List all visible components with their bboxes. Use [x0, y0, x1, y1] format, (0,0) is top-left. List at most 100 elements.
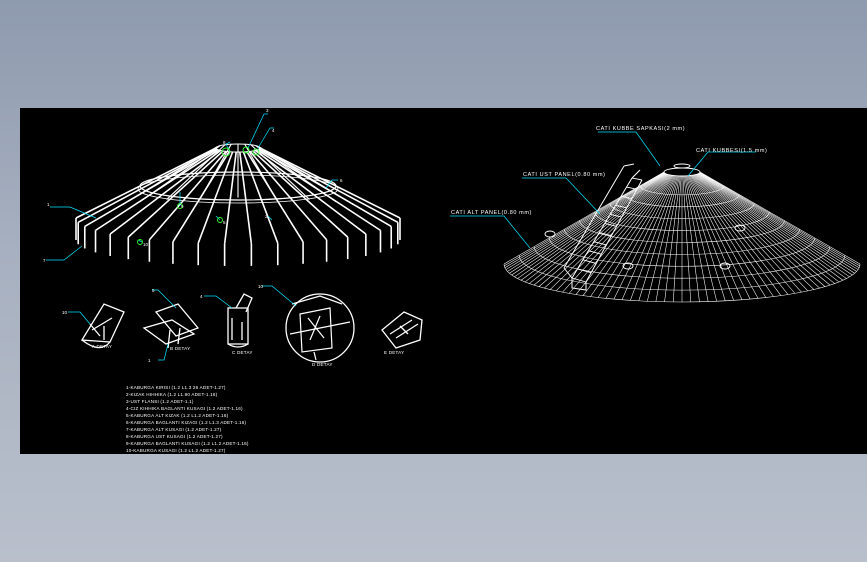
highlight-mark — [177, 203, 183, 209]
roof-frame-view: 3 4 8 6 1 7 9 5 10 2 — [43, 108, 401, 266]
cone-panel-seam — [691, 175, 782, 296]
lower-panel-label: CATI ALT PANEL(0.80 mm) — [451, 210, 532, 216]
cone-panel-seam — [503, 171, 665, 265]
cone-panel-seam — [549, 174, 669, 290]
highlight-mark — [137, 239, 143, 245]
cone-panel-seam — [689, 175, 759, 299]
detail-caption: E DETAY — [384, 350, 404, 355]
part-number: 3 — [266, 108, 269, 113]
rafter — [197, 151, 234, 244]
ladder-rung — [582, 259, 597, 264]
cone-panel-seam — [511, 172, 665, 276]
back-rafter — [255, 145, 337, 203]
rafter — [75, 147, 217, 219]
cone-ring — [579, 220, 785, 243]
cone-panel-seam — [697, 173, 835, 284]
cone-panel-seam — [562, 174, 671, 293]
back-rafter — [250, 144, 310, 200]
part-number: 5 — [223, 220, 226, 225]
rafter — [239, 151, 253, 245]
detail-caption: B DETAY — [170, 346, 190, 351]
cone-panel-seam — [590, 175, 673, 297]
cone-panel-seam — [695, 174, 815, 290]
part-number: 10 — [62, 310, 68, 315]
highlight-mark — [221, 147, 231, 157]
rafter — [252, 150, 349, 238]
cone-cap-label: CATI KUBBE SAPKASI(2 mm) — [596, 126, 685, 132]
cone-panel-seam — [655, 175, 680, 302]
part-number: 1 — [148, 358, 151, 363]
cone-dome-label: CATI KUBBESI(1.5 mm) — [696, 148, 768, 154]
legend-item: 10-KABURGA KUSAGI (1.2 L1.2 ADET-1.27) — [126, 448, 226, 453]
cone-panel-seam — [638, 175, 678, 301]
cone-vent — [622, 262, 634, 270]
cone-panel-seam — [699, 172, 859, 270]
back-rafter — [139, 145, 221, 203]
cad-drawing-area: 3 4 8 6 1 7 9 5 10 2 10 A DETAY 5 — [20, 108, 867, 454]
cone-panel-seam — [691, 175, 774, 297]
cone-panel-seam — [698, 173, 850, 278]
cone-panel-seam — [696, 174, 831, 286]
cone-vent — [734, 224, 746, 232]
ladder-rung — [571, 277, 587, 283]
part-number: 1 — [47, 202, 50, 207]
legend-item: 9-KABURGA BAGLANTI KUSAGI (1.2 L1.2 ADET… — [126, 441, 249, 446]
cone-panel-seam — [688, 175, 751, 300]
rafter — [254, 149, 367, 235]
back-rafter — [199, 143, 232, 199]
rafter — [242, 151, 279, 244]
part-number: 7 — [43, 258, 46, 263]
legend-item: 1-KABURGA KIRISI (1.2 L1.3 26 ADET-1.27) — [126, 385, 226, 390]
cone-panel-seam — [698, 173, 847, 279]
back-rafter — [166, 144, 226, 200]
cone-panel-seam — [693, 174, 802, 293]
cone-panel-seam — [621, 175, 677, 300]
back-rafter — [258, 146, 354, 206]
detail-a: 10 A DETAY — [62, 303, 125, 349]
cone-panel-seam — [505, 172, 665, 270]
legend-item: 8-KABURGA UST KUSAGI (1.2 ADET-1.27) — [126, 434, 223, 439]
cone-panel-seam — [520, 173, 666, 281]
detail-d: 10 D DETAY — [258, 284, 355, 367]
ladder-rung — [610, 213, 622, 218]
cone-panel-seam — [686, 175, 726, 301]
cone-panel-seam — [529, 173, 667, 284]
back-rafter — [244, 143, 277, 199]
ladder-rung — [615, 204, 627, 209]
cone-panel-seam — [538, 174, 668, 287]
detail-caption: D DETAY — [312, 362, 333, 367]
cone-panel-seam — [696, 174, 826, 287]
cone-ring — [549, 237, 815, 267]
highlight-mark — [242, 146, 250, 154]
rafter — [223, 151, 237, 245]
cone-panel-seam — [630, 175, 678, 301]
cone-ring — [503, 263, 861, 303]
cone-panel-seam — [582, 175, 673, 296]
parts-legend: 1-KABURGA KIRISI (1.2 L1.3 26 ADET-1.27)… — [126, 385, 249, 453]
upper-panel-label: CATI UST PANEL(0.80 mm) — [523, 172, 606, 178]
cone-panel-seam — [699, 172, 857, 272]
cone-cap — [673, 163, 691, 169]
roof-cone-view: CATI KUBBE SAPKASI(2 mm) CATI KUBBESI(1.… — [450, 126, 861, 303]
cone-ring — [533, 246, 831, 279]
ladder-rung — [604, 223, 617, 227]
legend-item: 4-CIZ KIHHIKA BAGLANTI KUSAGI (1.2 ADET-… — [126, 406, 243, 411]
part-number: 10 — [258, 284, 264, 289]
cone-panel-seam — [685, 175, 717, 302]
ladder-rung — [631, 177, 643, 181]
cone-panel-seam — [605, 175, 675, 299]
cone-top-ring — [663, 167, 701, 177]
cone-panel-seam — [613, 175, 676, 300]
cone-panel-seam — [699, 172, 853, 276]
cone-panel-seam — [694, 174, 809, 292]
ladder-rung — [620, 195, 632, 199]
ladder-rung — [577, 268, 592, 274]
cone-ring — [639, 185, 725, 196]
cone-panel-seam — [698, 173, 844, 281]
cone-panel-seam — [664, 175, 681, 302]
cone-panel-seam — [699, 171, 860, 267]
detail-caption: C DETAY — [232, 350, 253, 355]
cone-panel-seam — [524, 173, 667, 283]
part-number: 9 — [181, 204, 184, 209]
cone-panel-seam — [568, 174, 671, 294]
